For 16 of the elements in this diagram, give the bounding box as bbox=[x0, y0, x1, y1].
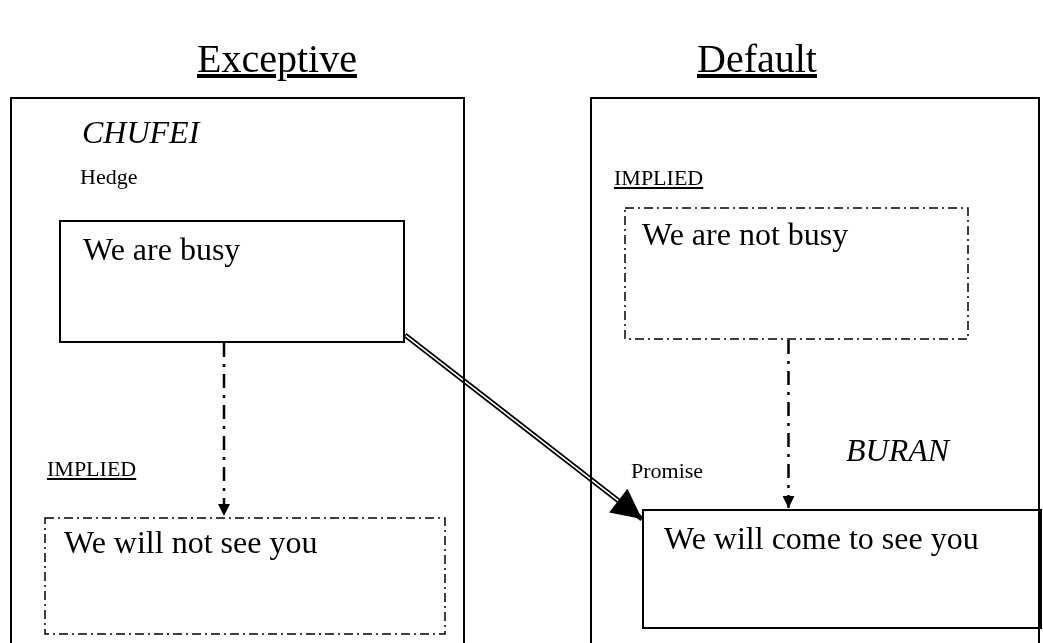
category-label: Hedge bbox=[80, 165, 138, 190]
statement-text: We are busy bbox=[83, 232, 241, 268]
category-label: Promise bbox=[631, 459, 704, 484]
double-line-arrow bbox=[403, 333, 644, 521]
implied-label: IMPLIED bbox=[47, 457, 137, 482]
category-label: CHUFEI bbox=[82, 115, 200, 151]
dashed-arrow bbox=[218, 343, 230, 516]
statement-text: We will not see you bbox=[64, 525, 318, 561]
implied-label: IMPLIED bbox=[614, 166, 704, 191]
statement-text: We are not busy bbox=[642, 217, 849, 253]
panel-heading: Exceptive bbox=[197, 37, 357, 81]
statement-box bbox=[59, 220, 405, 343]
category-label: BURAN bbox=[846, 433, 950, 469]
statement-text: We will come to see you bbox=[664, 521, 980, 557]
panel-heading: Default bbox=[697, 37, 817, 81]
dashed-arrow bbox=[782, 340, 795, 508]
